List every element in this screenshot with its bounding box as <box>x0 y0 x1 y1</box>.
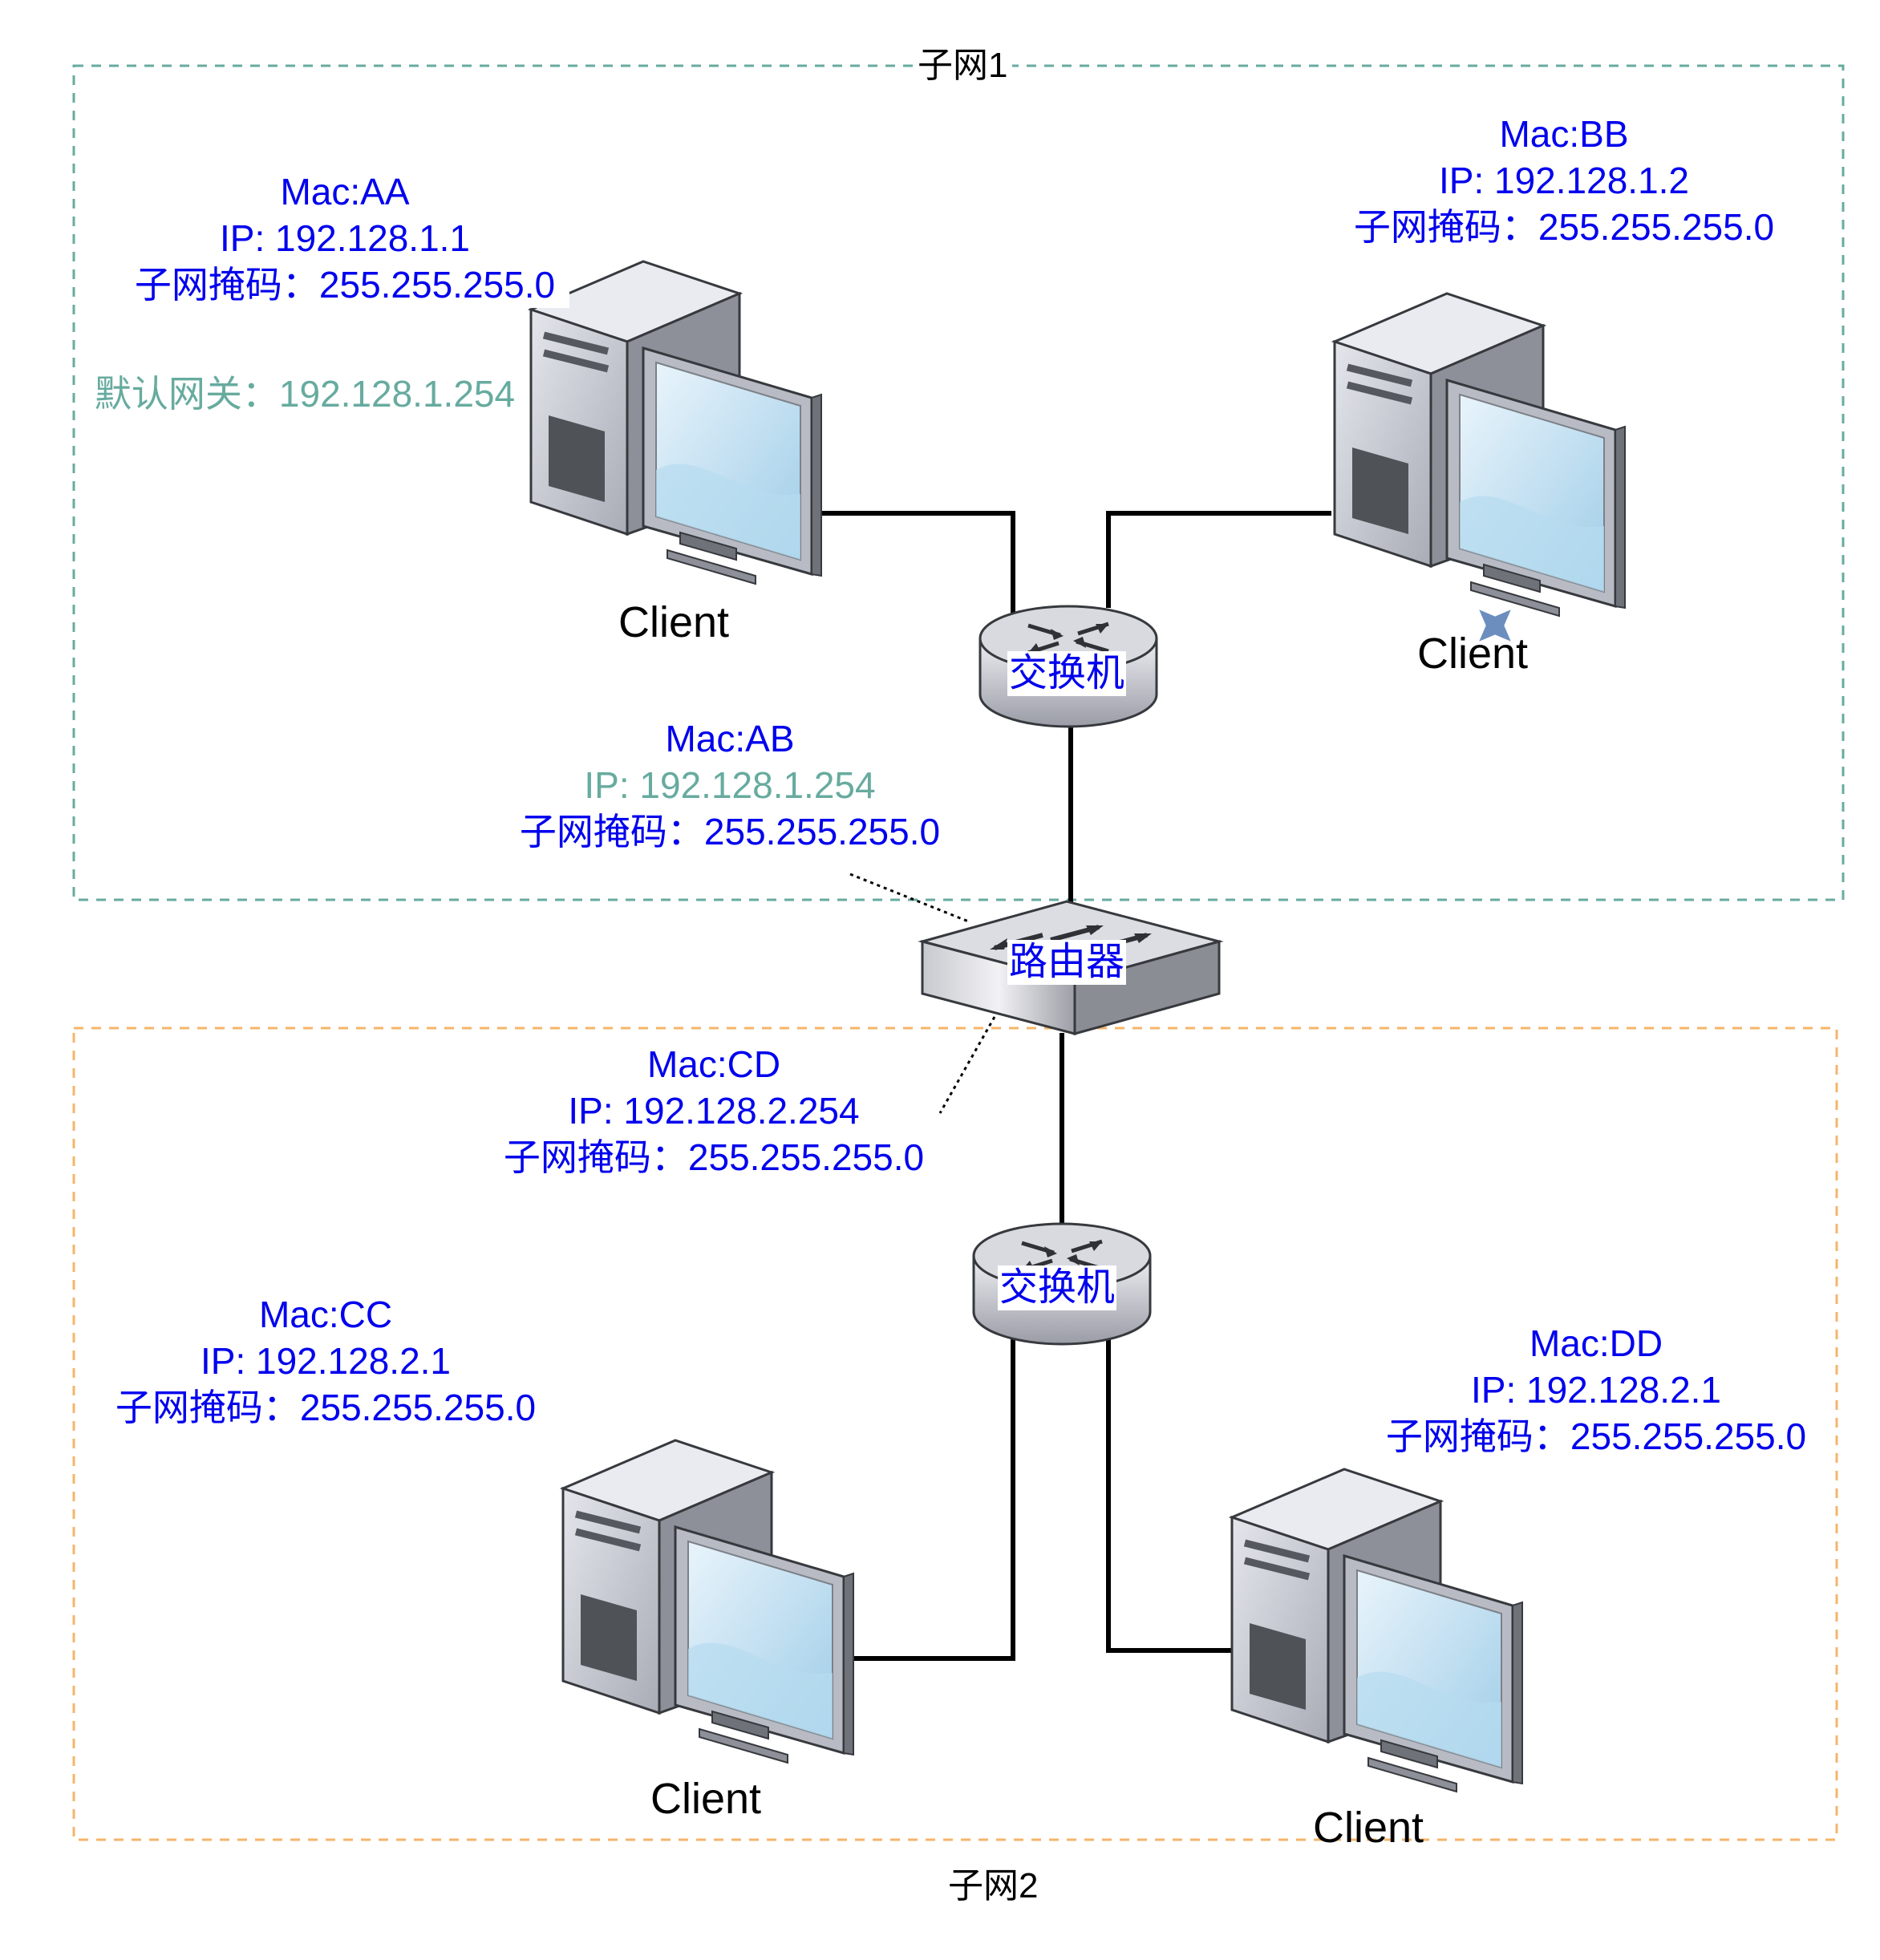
computer-icon <box>1335 294 1625 616</box>
client-aa-mask: 子网掩码：255.255.255.0 <box>120 261 569 308</box>
link-aa-switch1 <box>782 511 1015 619</box>
router-port2-ip: IP: 192.128.2.254 <box>568 1090 860 1132</box>
switch1-label: 交换机 <box>1007 651 1127 696</box>
client-cc-ip: IP: 192.128.2.1 <box>200 1340 452 1382</box>
computer-icon <box>531 261 821 584</box>
client-aa-gateway: 默认网关：192.128.1.254 <box>94 373 516 415</box>
star-marker <box>1479 609 1511 642</box>
client-aa-caption: Client <box>618 598 730 646</box>
subnet1-title: 子网1 <box>913 45 1013 87</box>
client-cc-mask: 子网掩码：255.255.255.0 <box>115 1387 537 1428</box>
client-dd-ip: IP: 192.128.2.1 <box>1470 1369 1722 1411</box>
computer-icon <box>1232 1469 1522 1792</box>
router-port2-mask: 子网掩码：255.255.255.0 <box>503 1136 925 1178</box>
link-bb-switch1 <box>1106 511 1331 608</box>
client-bb-mac: Mac:BB <box>1499 113 1629 155</box>
client-dd-mac: Mac:DD <box>1529 1322 1663 1364</box>
router-label: 路由器 <box>1007 940 1127 985</box>
subnet2-title: 子网2 <box>943 1865 1043 1907</box>
switch2-label: 交换机 <box>998 1265 1117 1310</box>
client-aa-ip: IP: 192.128.1.1 <box>219 217 471 259</box>
link-switch2-cc <box>850 1338 1015 1661</box>
client-cc-caption: Client <box>650 1775 762 1823</box>
network-links <box>782 511 1331 1661</box>
link-switch2-dd <box>1106 1338 1235 1653</box>
client-dd-caption: Client <box>1312 1804 1424 1852</box>
router-port2-mac: Mac:CD <box>646 1043 781 1085</box>
client-cc-mac: Mac:CC <box>258 1294 393 1335</box>
router-port1-ip: IP: 192.128.1.254 <box>584 764 876 806</box>
client-bb-mask: 子网掩码：255.255.255.0 <box>1353 206 1775 248</box>
computer-icon <box>563 1440 853 1763</box>
router-port1-mac: Mac:AB <box>665 718 795 759</box>
client-aa-mac: Mac:AA <box>280 171 410 213</box>
router-port1-mask: 子网掩码：255.255.255.0 <box>519 811 941 852</box>
client-bb-ip: IP: 192.128.1.2 <box>1438 160 1690 201</box>
client-dd-mask: 子网掩码：255.255.255.0 <box>1385 1415 1807 1457</box>
client-bb-caption: Client <box>1416 630 1529 678</box>
